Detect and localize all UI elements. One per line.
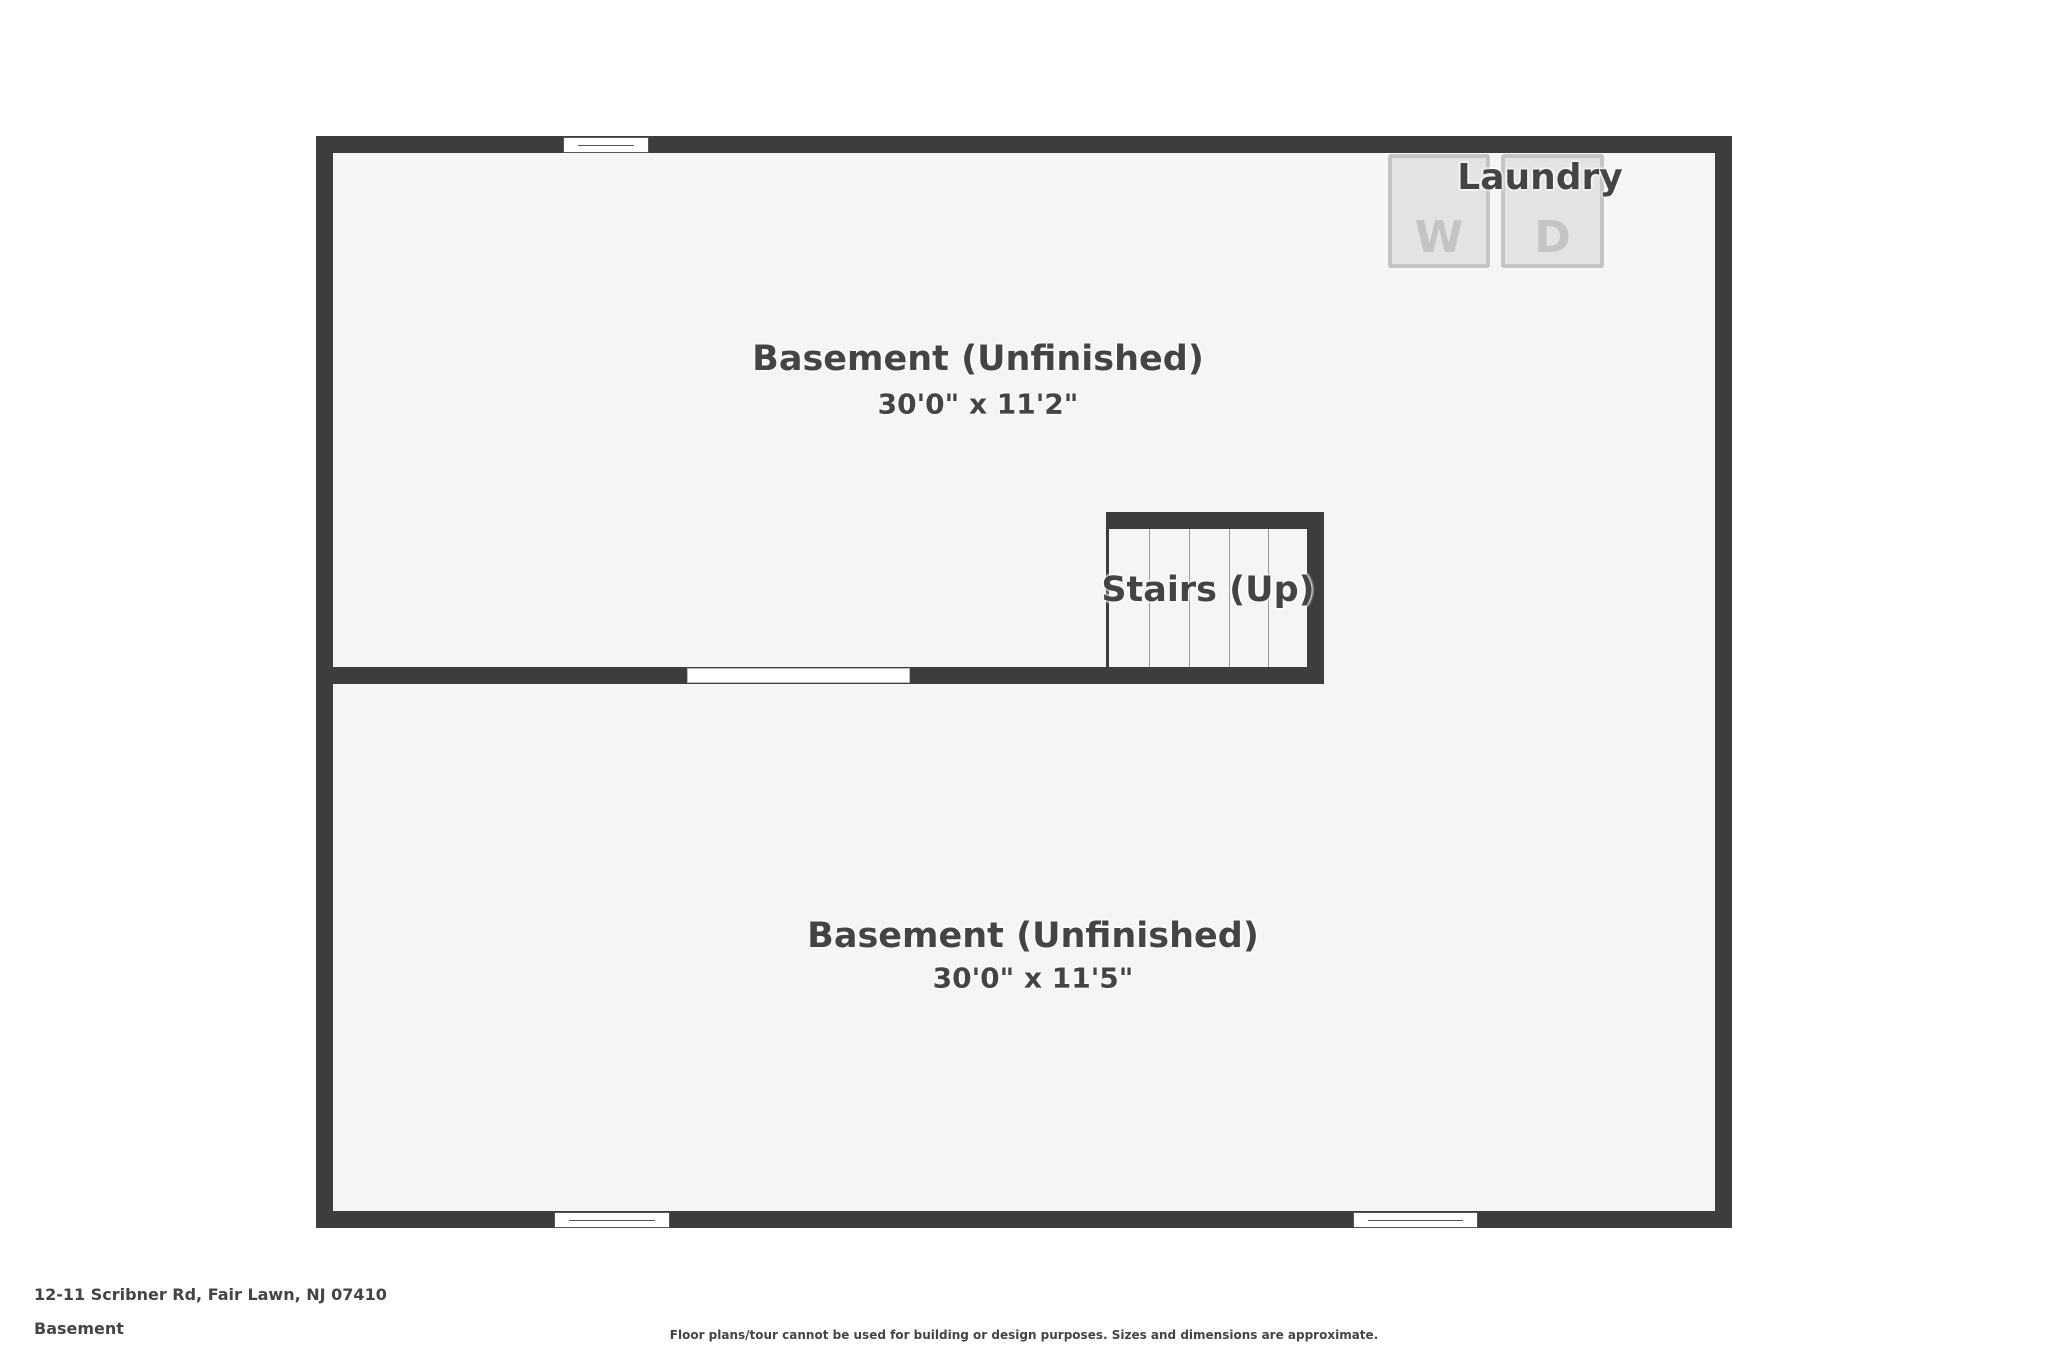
stair-tread bbox=[1229, 529, 1230, 667]
doorway bbox=[687, 668, 910, 683]
room-dimensions: 30'0" x 11'2" bbox=[877, 387, 1079, 421]
stairs-wall-left bbox=[1106, 512, 1109, 672]
floor-name: Basement bbox=[34, 1319, 124, 1338]
room-label: Basement (Unfinished) bbox=[752, 339, 1204, 379]
stairs-wall-top bbox=[1106, 512, 1324, 529]
laundry-label: Laundry bbox=[1457, 157, 1623, 198]
room-dimensions: 30'0" x 11'5" bbox=[932, 961, 1134, 995]
stair-tread bbox=[1149, 529, 1150, 667]
washer-icon: W bbox=[1388, 154, 1490, 268]
window bbox=[563, 137, 649, 153]
window bbox=[554, 1212, 670, 1228]
disclaimer: Floor plans/tour cannot be used for buil… bbox=[669, 1328, 1379, 1342]
stairs-wall-right bbox=[1307, 512, 1324, 684]
window bbox=[1353, 1212, 1478, 1228]
address: 12-11 Scribner Rd, Fair Lawn, NJ 07410 bbox=[34, 1285, 387, 1304]
stair-tread bbox=[1268, 529, 1269, 667]
stairs-label: Stairs (Up) bbox=[1101, 570, 1315, 610]
room-label: Basement (Unfinished) bbox=[807, 916, 1259, 956]
dryer-icon: D bbox=[1501, 154, 1604, 268]
stair-tread bbox=[1189, 529, 1190, 667]
